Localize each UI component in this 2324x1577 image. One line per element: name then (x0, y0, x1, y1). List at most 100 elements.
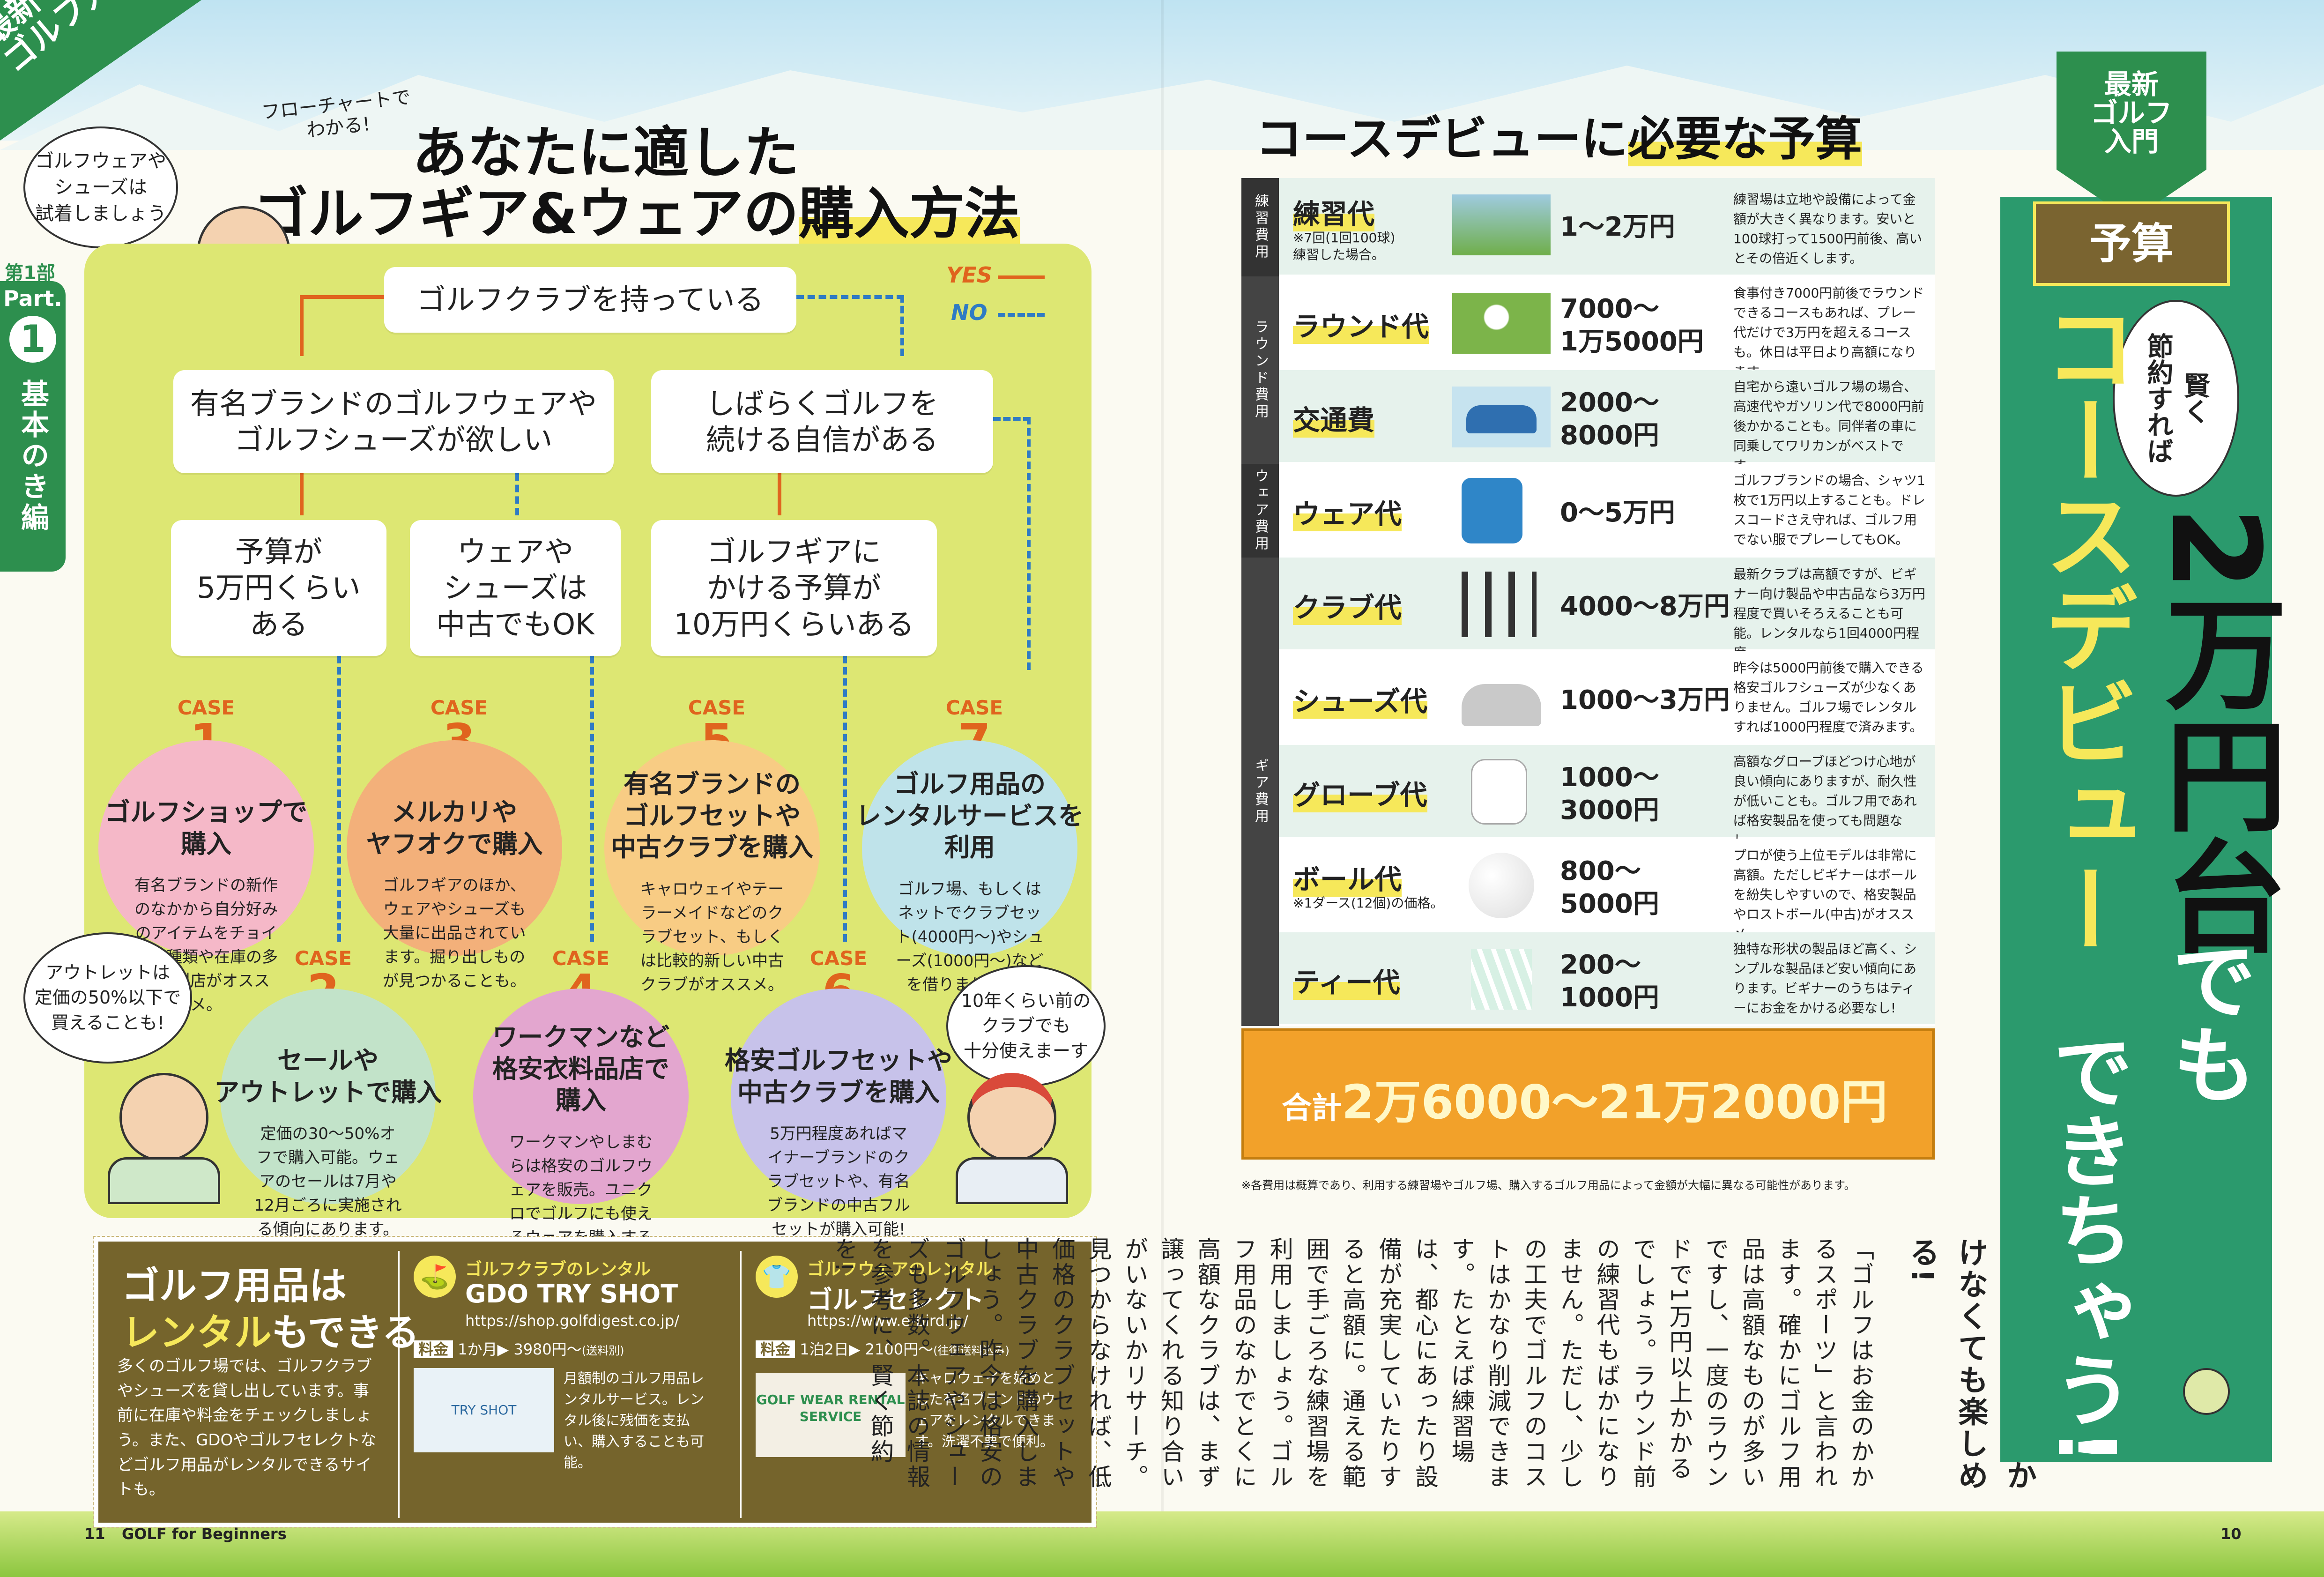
cost-desc: 最新クラブは高額ですが、ビギナー向け製品や中古品なら3万円程度で買いそろえること… (1733, 566, 1925, 661)
case-title: セールや アウトレットで購入 (214, 1046, 442, 1107)
cost-desc: 練習場は立地や設備によって金額が大きく異なります。安いと100球打って1500円… (1733, 192, 1923, 266)
wear-rental-name: ゴルフセレクト (807, 1285, 984, 1315)
wear-rental-fee: 料金 1泊2日▶ 2100円〜(往復送料込み) (756, 1338, 1010, 1359)
club-rental-desc: 月額制のゴルフ用品レンタルサービス。レンタル後に残価を支払い、購入することも可能… (564, 1370, 704, 1471)
cost-price: 0〜5万円 (1560, 498, 1675, 528)
case-circle-6: 格安ゴルフセットや 中古クラブを購入 5万円程度あればマイナーブランドのクラブセ… (725, 989, 952, 1239)
case-desc: ゴルフギアのほか、ウェアやシューズも大量に出品されています。掘り出しものが見つか… (383, 876, 526, 990)
cost-name: 交通費 (1293, 398, 1375, 438)
connector (300, 295, 304, 356)
budget-title-b: 必要な予算 (1628, 112, 1862, 166)
question-budget: 予算が 5万円くらい ある (171, 520, 386, 656)
question-used: ウェアや シューズは 中古でもOK (410, 520, 621, 656)
bubble-save-text: 賢く 節約すれば (2143, 333, 2210, 464)
club-rental-link[interactable]: https://shop.golfdigest.co.jp/ (465, 1312, 680, 1330)
rental-panel (93, 1236, 1097, 1528)
cost-desc: 食事付き7000円前後でラウンドできるコースもあれば、プレー代だけで3万円を超え… (1733, 285, 1924, 379)
connector (337, 656, 341, 942)
tee-photo (1452, 944, 1551, 1014)
cost-desc: ゴルフブランドの場合、シャツ1枚で1万円以上することも。ドレスコードさえ守れば、… (1733, 473, 1925, 547)
cost-name: ウェア代 (1293, 492, 1402, 531)
wear-rental-icon: 👕 (756, 1256, 798, 1298)
case-desc: 5万円程度あればマイナーブランドのクラブセットや、有名ブランドの中古フルセットが… (767, 1124, 910, 1239)
category-practice: 練習費用 (1241, 178, 1279, 276)
budget-title: コースデビューに必要な予算 (1255, 101, 1862, 169)
cost-name: ラウンド代 (1293, 305, 1429, 344)
question-gear: ゴルフギアに かける予算が 10万円くらいある (651, 520, 937, 656)
cost-row-clubs: クラブ代 4000〜8万円 最新クラブは高額ですが、ビギナー向け製品や中古品なら… (1279, 558, 1935, 661)
cost-name: グローブ代 (1293, 773, 1427, 812)
cost-price: 1000〜 3000円 (1560, 762, 1659, 826)
center-fold (1161, 0, 1164, 1577)
connector (993, 417, 1031, 421)
cost-price: 200〜 1000円 (1560, 950, 1659, 1013)
cost-name: クラブ代 (1293, 586, 1402, 625)
yes-arrow (998, 275, 1045, 279)
bubble-try-on: ゴルフウェアや シューズは 試着しましょう (23, 126, 178, 248)
case-circle-5: 有名ブランドの ゴルフセットや 中古クラブを購入 キャロウェイやテーラーメイドな… (604, 740, 820, 994)
yes-legend: YES (946, 262, 992, 288)
rental-rest: もできる (272, 1311, 420, 1354)
no-legend: NO (951, 300, 988, 325)
part-number: 1 (9, 316, 56, 363)
cost-note: ※7回(1回100球) 練習した場合。 (1293, 230, 1396, 263)
total-banner: 合計2万6000〜21万2000円 (1241, 1028, 1935, 1160)
page-title-line1: あなたに適した (412, 120, 800, 185)
connector (300, 473, 304, 515)
cost-desc: 自宅から遠いゴルフ場の場合、高速代やガソリン代で8000円前後かかることも。同伴… (1733, 379, 1924, 473)
golfer-woman-illustration (108, 1073, 220, 1213)
cost-row-glove: グローブ代 1000〜 3000円 高額なグローブほどつけ心地が良い傾向にありま… (1279, 745, 1935, 848)
wear-rental-block: 👕 ゴルフウェアのレンタル ゴルフセレクト https://www.e-bird… (740, 1251, 1077, 1518)
essay-body: 「ゴルフはお金のかかるスポーツ」と言われます。確かにゴルフ用品は高額なものが多い… (831, 1237, 1874, 1490)
page-title-line2: ゴルフギア&ウェアの購入方法 (253, 169, 1020, 249)
category-round: ラウンド費用 (1241, 276, 1279, 464)
glove-photo (1452, 757, 1551, 827)
connector (778, 473, 781, 515)
total-text: 合計2万6000〜21万2000円 (1282, 1064, 1887, 1132)
cost-row-transport: 交通費 2000〜 8000円 自宅から遠いゴルフ場の場合、高速代やガソリン代で… (1279, 370, 1935, 473)
big-demo: でも (2158, 937, 2256, 1106)
big-dekichau: できちゃう! (2040, 1031, 2132, 1465)
connector (515, 473, 519, 515)
clubs-photo (1452, 567, 1551, 642)
cost-desc: 独特な形状の製品ほど高く、シンプルな製品ほど安い傾向にあります。ビギナーのうちは… (1733, 941, 1917, 1016)
cost-price: 4000〜8万円 (1560, 591, 1730, 622)
total-value: 2万6000〜21万2000円 (1342, 1075, 1888, 1130)
connector (1027, 417, 1031, 670)
case-title: メルカリや ヤフオクで購入 (366, 797, 543, 859)
left-page-number: 11 (84, 1525, 105, 1543)
case-circle-7: ゴルフ用品の レンタルサービスを 利用 ゴルフ場、もしくはネットでクラブセット(… (856, 740, 1084, 994)
question-brand: 有名ブランドのゴルフウェアや ゴルフシューズが欲しい (173, 370, 614, 473)
question-continue: しばらくゴルフを 続ける自信がある (651, 370, 993, 473)
cost-desc: 高額なグローブほどつけ心地が良い傾向にありますが、耐久性が低いことも。ゴルフ用で… (1733, 754, 1917, 848)
cost-name: ボール代 (1293, 857, 1402, 897)
wear-rental-desc: キャロウェイを始めとした有名ブランドのウェアをレンタルできます。洗濯不要で便利。 (915, 1370, 1055, 1450)
cost-note-footnote: ※各費用は概算であり、利用する練習場やゴルフ場、購入するゴルフ用品によって金額が… (1241, 1179, 1856, 1192)
connector (843, 656, 847, 942)
wear-rental-label: ゴルフウェアのレンタル (807, 1260, 993, 1279)
cost-note: ※1ダース(12個)の価格。 (1293, 895, 1444, 911)
no-arrow (998, 313, 1045, 317)
wear-rental-screenshot: GOLF WEAR RENTAL SERVICE (756, 1373, 906, 1457)
cost-name: シューズ代 (1293, 679, 1428, 719)
cost-row-shoes: シューズ代 1000〜3万円 昨今は5000円前後で購入できる格安ゴルフシューズ… (1279, 651, 1935, 745)
wear-rental-link[interactable]: https://www.e-bird.jp/ (807, 1312, 968, 1330)
bubble-old-clubs: 10年くらい前の クラブでも 十分使えまーす (946, 965, 1106, 1087)
right-page-number: 10 (2220, 1525, 2242, 1543)
feature-tag-text: 最新 ゴルフ 入門 (2090, 68, 2172, 157)
category-gear: ギア費用 (1241, 558, 1279, 1026)
cost-desc: 昨今は5000円前後で購入できる格安ゴルフシューズが少なくありません。ゴルフ場で… (1733, 660, 1924, 735)
club-rental-name: GDO TRY SHOT (465, 1279, 678, 1309)
case-circle-4: ワークマンなど 格安衣料品店で 購入 ワークマンやしまむらは格安のゴルフウェアを… (473, 989, 689, 1271)
driving-range-photo (1452, 194, 1551, 255)
rental-description: 多くのゴルフ場では、ゴルフクラブやシューズを貸し出しています。事前に在庫や料金を… (117, 1357, 377, 1499)
case-title: ワークマンなど 格安衣料品店で 購入 (492, 1022, 669, 1115)
part-text: Part. (3, 286, 62, 311)
golf-ball-tee-photo (1452, 293, 1551, 354)
part-tab: Part. 1 基本のき編 (0, 281, 66, 572)
rental-title-line1: ゴルフ用品は (122, 1264, 347, 1308)
connector (300, 295, 394, 299)
connector (590, 656, 594, 942)
cost-row-round: ラウンド代 7000〜 1万5000円 食事付き7000円前後でラウンドできるコ… (1279, 276, 1935, 379)
cost-row-tees: ティー代 200〜 1000円 独特な形状の製品ほど高く、シンプルな製品ほど安い… (1279, 932, 1935, 1026)
